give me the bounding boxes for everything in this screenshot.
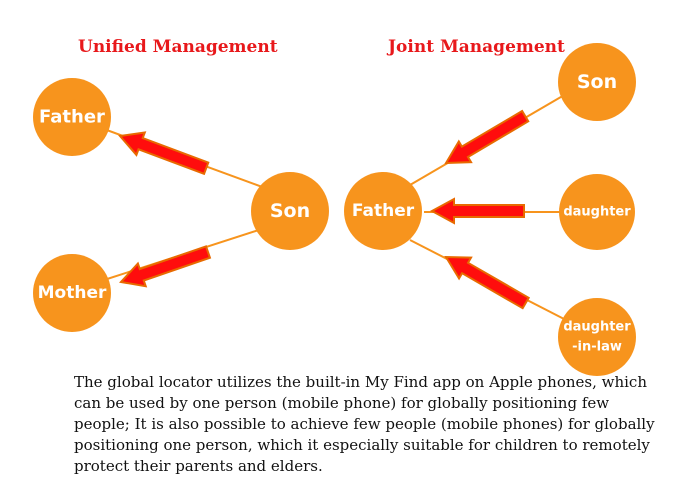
node-daughter-in-law-joint (558, 298, 636, 376)
node-father-unified-label: Father (39, 107, 105, 128)
node-father-joint-label: Father (352, 201, 415, 221)
node-son-unified-label: Son (270, 200, 310, 222)
node-son-joint-label: Son (577, 71, 617, 93)
node-mother-unified-label: Mother (38, 283, 107, 303)
node-daughter-in-law-label-line2: -in-law (572, 340, 622, 355)
arrow-daughter-to-father (431, 198, 525, 224)
joint-management-title: Joint Management (386, 37, 565, 57)
arrow-son-to-mother (116, 239, 213, 295)
node-son-unified (251, 172, 329, 250)
arrow-son-to-father (114, 123, 212, 181)
arrow-dil-to-father (439, 245, 533, 315)
node-father-joint (344, 172, 422, 250)
node-mother-unified (33, 254, 111, 332)
node-son-joint (558, 43, 636, 121)
node-father-unified (33, 78, 111, 156)
unified-management-title: Unified Management (78, 37, 278, 57)
description-caption: The global locator utilizes the built-in… (74, 373, 655, 475)
node-daughter-in-law-label-line1: daughter (563, 320, 631, 335)
node-daughter-joint-label: daughter (563, 205, 631, 220)
node-daughter-joint (559, 174, 635, 250)
arrow-son-to-father-joint (438, 104, 533, 175)
